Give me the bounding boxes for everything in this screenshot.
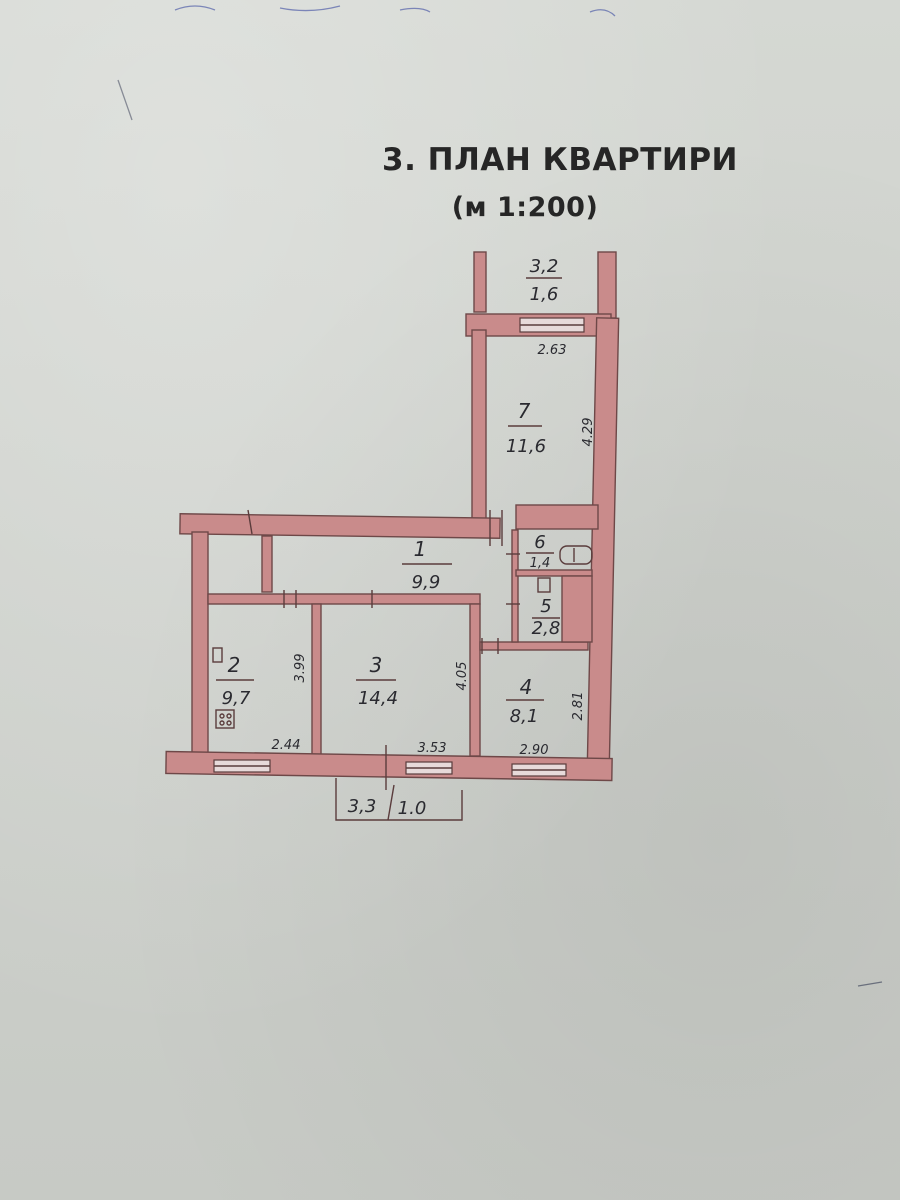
dimension-labels: 2.63 4.29 3.99 4.05 2.81 2.44 3.53 2.90 … — [272, 343, 596, 819]
dim-room2-width: 2.44 — [272, 738, 301, 753]
room-label-5-area: 2,8 — [532, 618, 561, 639]
wall-corridor-bottom — [207, 593, 481, 605]
room-label-balcony-area: 1,6 — [530, 284, 559, 305]
bathtub-icon — [559, 545, 593, 565]
wall-corridor-top — [179, 513, 501, 539]
edge-pen-marks — [117, 79, 883, 987]
wall-bath-left — [511, 529, 519, 643]
document-title: 3. ПЛАН КВАРТИРИ — [382, 142, 738, 178]
room-label-6-number: 6 — [534, 532, 545, 553]
wall-bottom-outer — [165, 750, 613, 782]
dim-room3-width: 3.53 — [418, 741, 447, 756]
room-label-balcony-number: 3,2 — [530, 256, 559, 277]
room-label-6-area: 1,4 — [530, 556, 551, 571]
wall-balcony-left — [473, 251, 487, 313]
room-label-4-number: 4 — [520, 675, 533, 699]
wall-room7-bottom — [515, 504, 599, 530]
wall-room4-top — [479, 641, 589, 651]
room-label-3-area: 14,4 — [358, 688, 398, 709]
room-labels: 3,2 1,6 7 11,6 1 9,9 6 1,4 5 2,8 2 9,7 — [216, 256, 562, 727]
top-edge-scribbles — [174, 5, 616, 17]
wall-room2-room3 — [311, 603, 322, 757]
wall-corridor-stub — [261, 535, 273, 593]
room-label-1-area: 9,9 — [412, 572, 441, 593]
room-label-3-number: 3 — [370, 653, 383, 677]
door-marks — [247, 509, 520, 790]
wall-room3-room4 — [469, 603, 481, 757]
dim-room7-depth: 4.29 — [581, 418, 596, 447]
toilet-icon — [537, 577, 551, 593]
dim-room4-depth: 2.81 — [571, 692, 586, 721]
room-label-4-area: 8,1 — [510, 706, 539, 727]
room-label-7-area: 11,6 — [506, 436, 546, 457]
fixtures — [212, 545, 593, 729]
entrance-label-left: 3,3 — [348, 796, 377, 817]
entrance-stair — [335, 778, 463, 821]
wall-bath-right-block — [561, 575, 593, 643]
room-label-2-area: 9,7 — [222, 688, 251, 709]
dim-room2-depth: 3.99 — [293, 654, 308, 683]
stove-icon — [215, 709, 235, 729]
wall-right-outer — [586, 317, 620, 765]
entrance-label-right: 1.0 — [398, 798, 427, 819]
wall-room7-left — [471, 329, 487, 529]
room-label-1-number: 1 — [414, 537, 427, 561]
dim-room3-depth: 4.05 — [455, 662, 470, 691]
room-label-2-number: 2 — [228, 653, 241, 677]
sink-icon — [212, 647, 223, 663]
wall-left-outer — [191, 531, 209, 759]
dim-balcony-width: 2.63 — [538, 343, 567, 358]
room-label-7-number: 7 — [518, 399, 531, 423]
document-scale: (м 1:200) — [451, 192, 599, 223]
windows — [213, 317, 585, 777]
room-label-5-number: 5 — [540, 596, 551, 617]
dim-room4-width: 2.90 — [520, 743, 549, 758]
wall-bath-divider — [515, 569, 593, 577]
wall-balcony-right — [597, 251, 617, 319]
